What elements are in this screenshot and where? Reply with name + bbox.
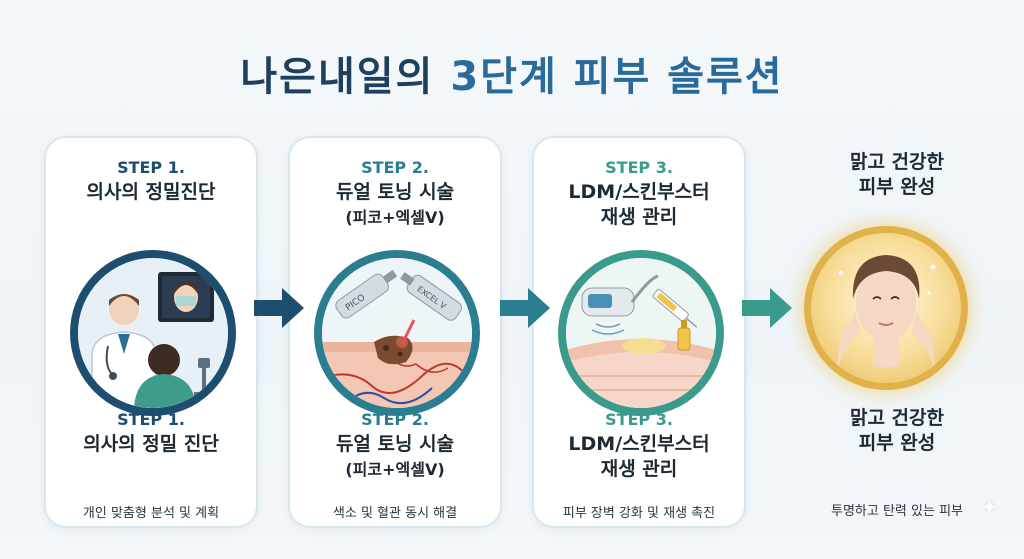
step-3-description: 피부 장벽 강화 및 재생 촉진: [562, 506, 716, 521]
final-description: 투명하고 탄력 있는 피부: [831, 504, 963, 519]
step-1-bottom-heading: 의사의 정밀 진단: [46, 432, 256, 457]
step-1-description: 개인 맞춤형 분석 및 계획: [82, 506, 220, 521]
title-accent: 3단계 피부 솔루션: [450, 54, 784, 100]
final-top-heading-line-2: 피부 완성: [858, 176, 936, 198]
final-bottom-heading-line-2: 피부 완성: [858, 432, 936, 454]
step-3-bottom-label: STEP 3.: [605, 410, 673, 429]
arrow-right-icon: [500, 288, 550, 328]
step-2-description: 색소 및 혈관 동시 해결: [332, 506, 458, 521]
step-3-top-heading: LDM/스킨부스터 재생 관리: [534, 180, 744, 230]
step-2-top-heading-line: 듀얼 토닝 시술: [335, 181, 455, 203]
step-3-top-heading-line-1: LDM/스킨부스터: [568, 181, 710, 203]
step-2-bottom-heading: 듀얼 토닝 시술 (피코+엑셀V): [290, 432, 500, 482]
final-top-heading: 맑고 건강한 피부 완성: [790, 150, 1004, 200]
step-1-top-heading: 의사의 정밀진단: [46, 180, 256, 205]
step-3-bottom-heading: LDM/스킨부스터 재생 관리: [534, 432, 744, 482]
step-2-bottom-heading-line: 듀얼 토닝 시술: [335, 433, 455, 455]
step-1-bottom-heading-line: 의사의 정밀 진단: [83, 433, 219, 455]
step-3-bottom-heading-line-2: 재생 관리: [600, 458, 678, 480]
step-2-bottom-label: STEP 2.: [361, 410, 429, 429]
step-1-top-label: STEP 1.: [117, 158, 185, 177]
step-2-top-heading-sub: (피코+엑셀V): [345, 208, 445, 227]
step-1-top-heading-line: 의사의 정밀진단: [86, 181, 216, 203]
final-result-panel: 맑고 건강한 피부 완성 맑고 건강한 피부 완성 투명하고 탄력 있는 피부: [790, 136, 1004, 528]
step-2-card: STEP 2. 듀얼 토닝 시술 (피코+엑셀V) PICO: [288, 136, 502, 528]
page-title: 나은내일의 3단계 피부 솔루션: [0, 44, 1024, 102]
step-3-top-label: STEP 3.: [605, 158, 673, 177]
radiant-face-icon: [804, 226, 968, 390]
step-3-top-heading-line-2: 재생 관리: [600, 206, 678, 228]
laser-skin-icon: PICO EXCEL V: [314, 250, 480, 416]
sparkle-icon: ✦: [981, 495, 998, 519]
final-bottom-heading-line-1: 맑고 건강한: [849, 407, 944, 429]
arrow-right-icon: [742, 288, 792, 328]
arrow-right-icon: [254, 288, 304, 328]
step-1-card: STEP 1. 의사의 정밀진단 STEP 1.: [44, 136, 258, 528]
title-main: 나은내일의: [240, 54, 435, 100]
step-2-bottom-heading-sub: (피코+엑셀V): [345, 460, 445, 479]
step-2-top-heading: 듀얼 토닝 시술 (피코+엑셀V): [290, 180, 500, 230]
final-top-heading-line-1: 맑고 건강한: [849, 151, 944, 173]
final-bottom-heading: 맑고 건강한 피부 완성: [790, 406, 1004, 456]
skin-regeneration-icon: [558, 250, 724, 416]
step-3-bottom-heading-line-1: LDM/스킨부스터: [568, 433, 710, 455]
step-1-bottom-label: STEP 1.: [117, 410, 185, 429]
step-2-top-label: STEP 2.: [361, 158, 429, 177]
doctor-consultation-icon: [70, 250, 236, 416]
step-3-card: STEP 3. LDM/스킨부스터 재생 관리: [532, 136, 746, 528]
